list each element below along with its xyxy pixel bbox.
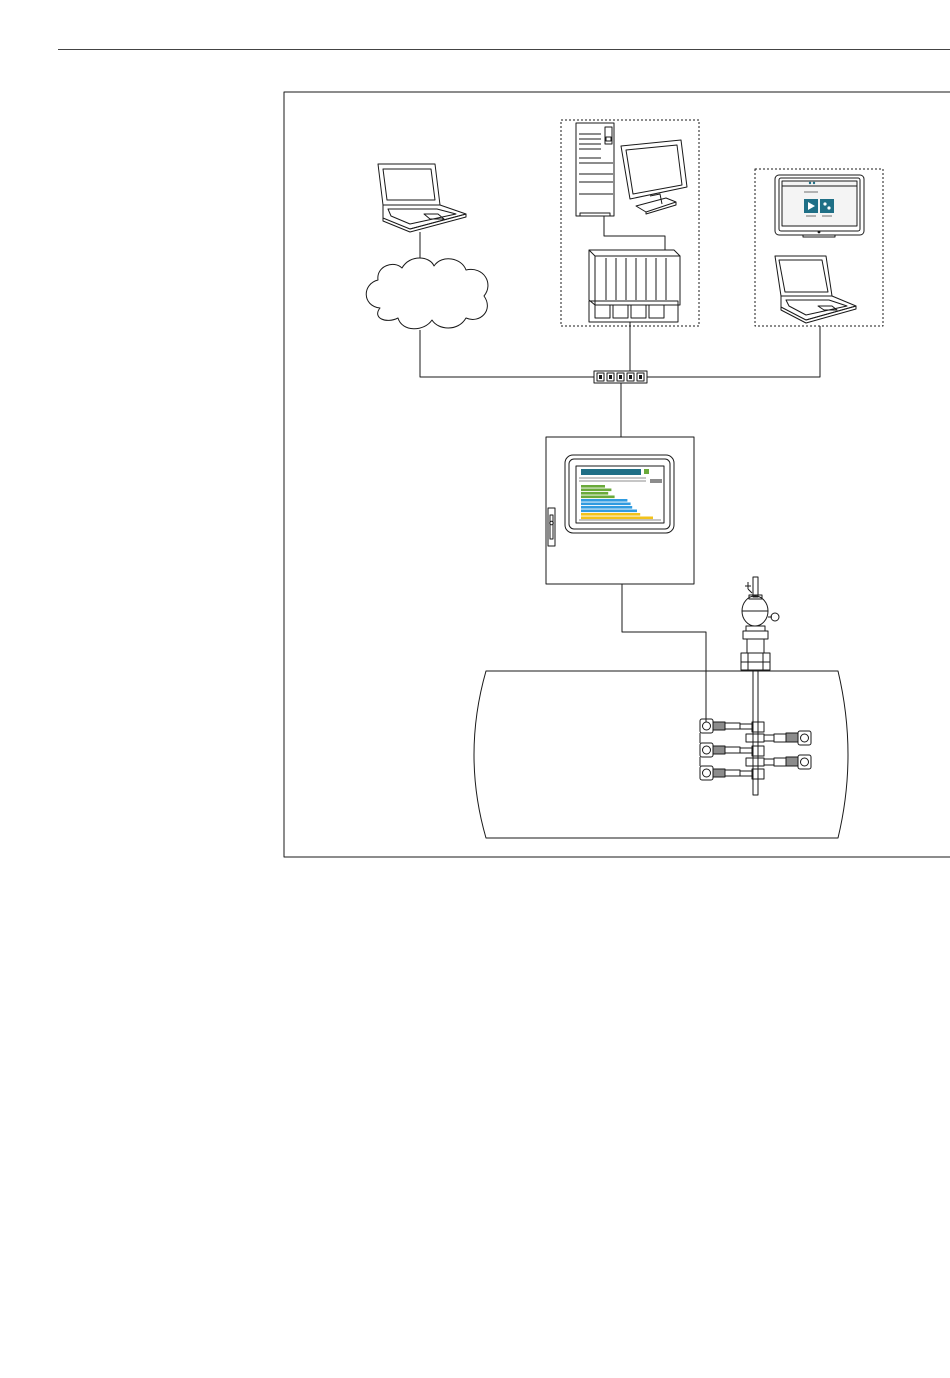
- monitor-icon: [621, 140, 687, 214]
- tablet-app-tile: [820, 199, 834, 213]
- hmi-bar: [581, 503, 631, 506]
- tank-icon: [474, 671, 848, 838]
- door-handle-icon: [548, 508, 555, 546]
- sensor-probe: [700, 719, 752, 733]
- control-system-group: [561, 120, 699, 326]
- hmi-header-bar: [581, 469, 641, 475]
- sensor-probe: [700, 743, 752, 757]
- laptop-icon: [378, 164, 466, 232]
- hmi-bar: [581, 496, 615, 499]
- workstation-icon: [576, 123, 614, 216]
- hmi-status-indicator: [644, 469, 649, 474]
- hmi-bar: [581, 489, 611, 492]
- mobile-devices-group: [755, 169, 883, 326]
- laptop-icon: [775, 256, 856, 323]
- sensor-probe-array-right: [746, 731, 811, 769]
- tablet-icon: [775, 175, 864, 237]
- hmi-button: [650, 479, 662, 483]
- cloud-icon: [366, 258, 488, 329]
- process-probe-icon: [741, 577, 779, 795]
- sensor-probe-array-left: [700, 719, 764, 780]
- io-rack-icon: [589, 250, 680, 322]
- switch-icon: [594, 371, 647, 383]
- hmi-bar: [581, 510, 637, 513]
- hmi-bar: [581, 517, 653, 520]
- sensor-probe: [764, 755, 811, 769]
- hmi-bar: [581, 506, 632, 509]
- hmi-bar: [581, 492, 608, 495]
- hmi-bar: [581, 513, 640, 516]
- sensor-probe: [700, 766, 752, 780]
- hmi-bar: [581, 485, 605, 488]
- cabinet-icon: [546, 437, 694, 584]
- sensor-probe: [764, 731, 811, 745]
- hmi-bar: [581, 499, 627, 502]
